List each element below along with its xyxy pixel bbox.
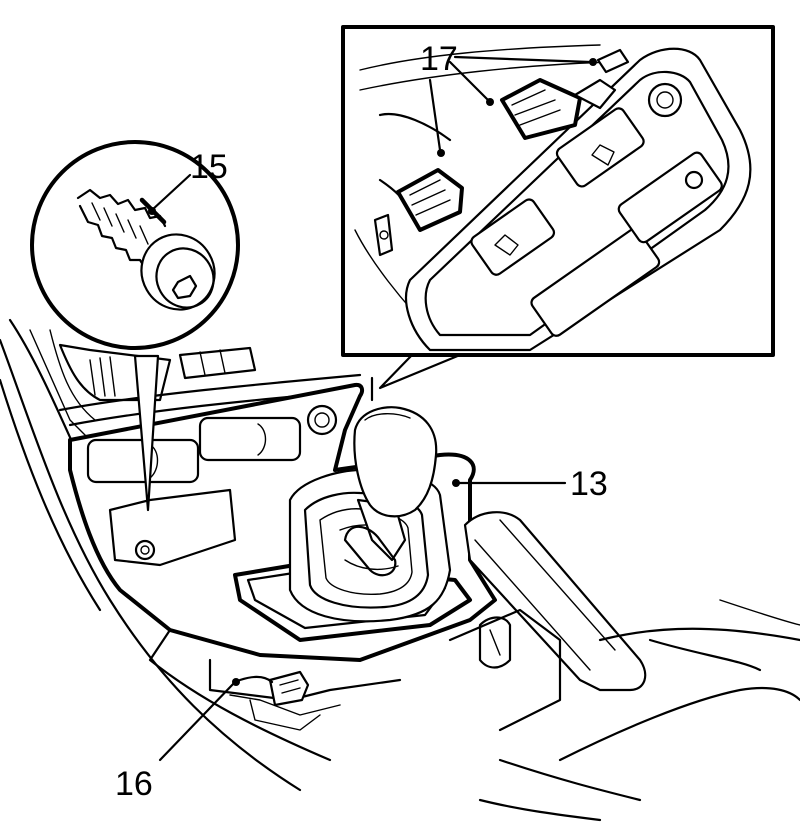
connector-upper <box>500 78 582 140</box>
wiring-connector <box>268 670 310 707</box>
screw-detail <box>30 140 240 512</box>
callout-16: 16 <box>115 765 153 803</box>
connector-lower <box>396 168 464 232</box>
switch-panel <box>405 47 752 352</box>
callout-17: 17 <box>420 40 458 78</box>
callout-13: 13 <box>570 465 608 503</box>
handbrake-lever <box>463 511 647 692</box>
callout-15: 15 <box>190 148 228 186</box>
gear-knob <box>353 406 438 518</box>
center-console-illustration <box>0 318 800 822</box>
callout-leaders <box>148 173 567 762</box>
switch-connector-detail <box>341 25 775 390</box>
